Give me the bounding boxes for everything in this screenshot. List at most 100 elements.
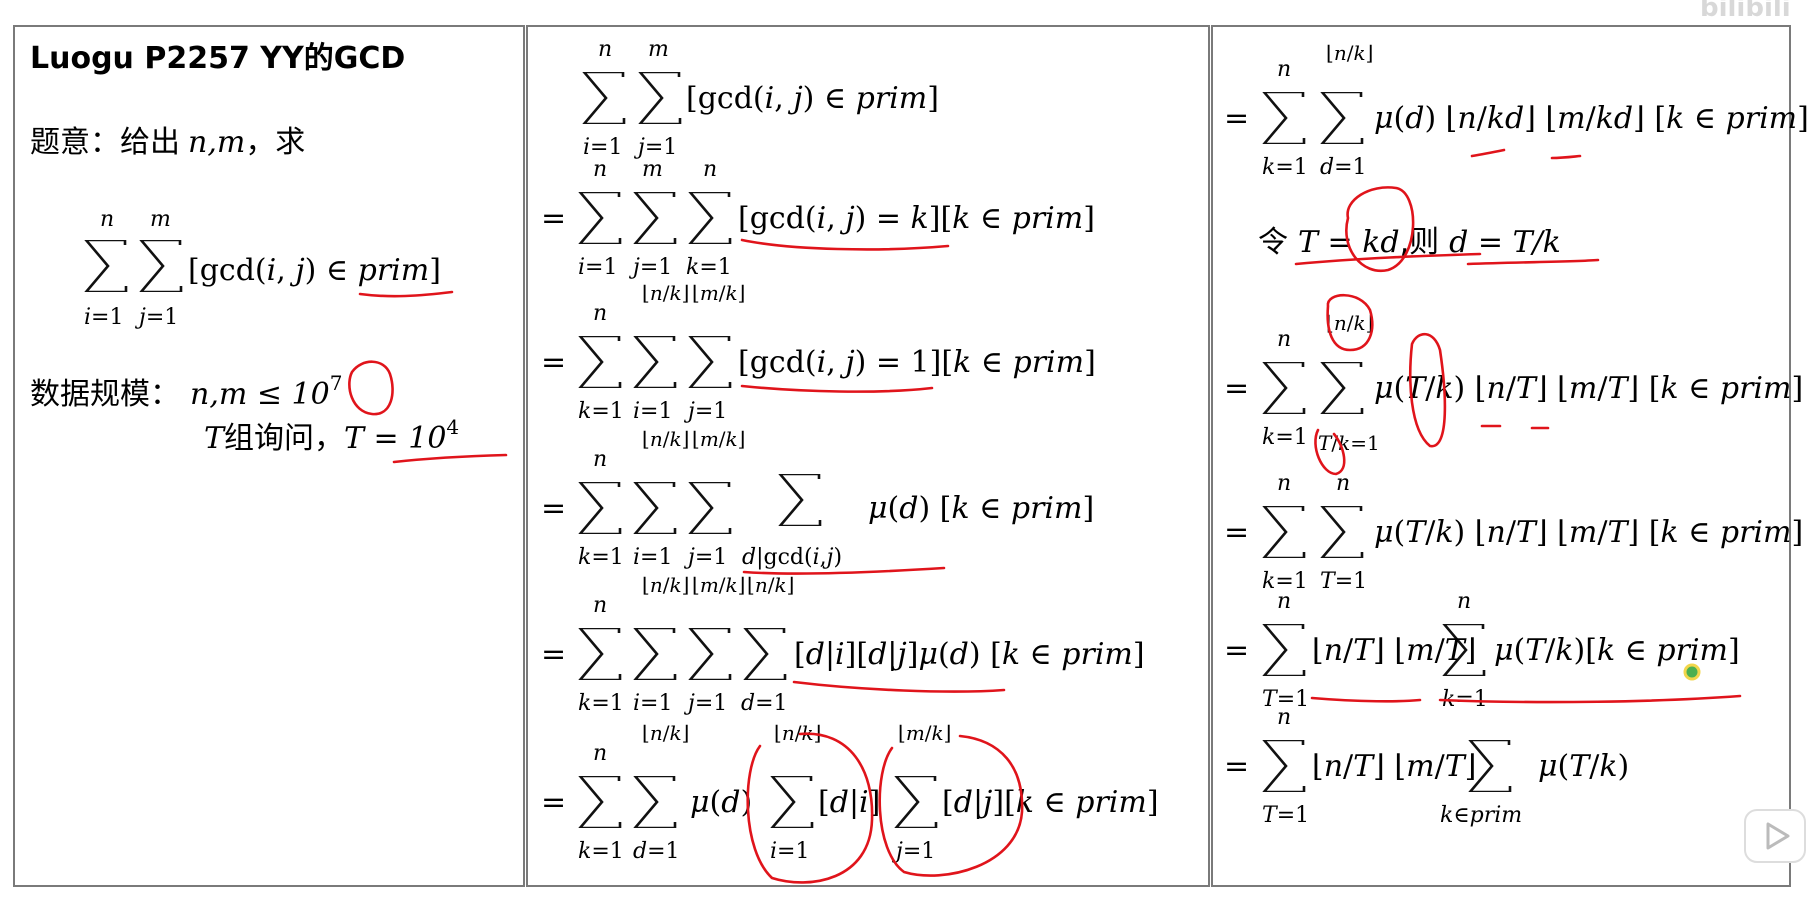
play-button[interactable] — [1744, 809, 1806, 863]
panel-result — [1211, 25, 1791, 887]
underline-prim — [358, 290, 454, 298]
svg-text:j=1: j=1 — [683, 691, 727, 716]
constraint-line-1: 数据规模：n,m ≤ 107 — [30, 371, 342, 412]
svg-text:n: n — [1277, 327, 1291, 352]
svg-text:k=1: k=1 — [578, 691, 624, 716]
svg-text:i=1: i=1 — [578, 255, 617, 280]
svg-text:n: n — [1457, 589, 1471, 614]
circle-inner-sum-j — [878, 734, 1024, 877]
underline-d-i-d-j — [792, 680, 1006, 693]
svg-text:j=1: j=1 — [683, 545, 727, 570]
svg-text:k=1: k=1 — [1262, 155, 1308, 180]
page-title: Luogu P2257 YY的GCD — [30, 41, 405, 76]
svg-text:i=1: i=1 — [633, 399, 672, 424]
svg-text:⌊n/k⌋: ⌊n/k⌋ — [642, 427, 689, 451]
svg-text:n: n — [1277, 589, 1291, 614]
svg-text:μ(T/k)[k ∈ prim]: μ(T/k)[k ∈ prim] — [1494, 633, 1740, 668]
svg-text:=: = — [541, 201, 566, 236]
underline-d-divides-gcd — [742, 566, 946, 575]
svg-text:T/k=1: T/k=1 — [1318, 431, 1380, 455]
derivation-row-1: n m i=1 j=1 [gcd(i, j) ∈ prim] — [582, 37, 939, 160]
pen-cursor — [1683, 663, 1701, 681]
svg-text:⌊m/k⌋: ⌊m/k⌋ — [692, 573, 745, 597]
circle-inner-sum-i — [746, 732, 874, 884]
svg-text:d=1: d=1 — [741, 691, 788, 716]
svg-text:j=1: j=1 — [134, 305, 178, 330]
svg-text:⌊n/k⌋: ⌊n/k⌋ — [642, 281, 689, 305]
underline-floor-product — [1310, 696, 1422, 703]
svg-text:i=1: i=1 — [84, 305, 123, 330]
svg-text:m: m — [150, 207, 171, 232]
svg-text:[gcd(i, j) ∈ prim]: [gcd(i, j) ∈ prim] — [686, 81, 939, 116]
underline-d-eq-T-over-k — [1466, 258, 1600, 266]
svg-text:⌊n/T⌋ ⌊m/T⌋: ⌊n/T⌋ ⌊m/T⌋ — [1312, 749, 1476, 784]
svg-text:k=1: k=1 — [578, 399, 624, 424]
bilibili-watermark: bilibili — [1700, 0, 1791, 23]
svg-text:⌊n/k⌋: ⌊n/k⌋ — [642, 721, 689, 745]
svg-text:d=1: d=1 — [1320, 155, 1367, 180]
play-icon — [1766, 822, 1790, 850]
underline-inner-mu-sum — [1438, 694, 1742, 704]
svg-text:n: n — [703, 157, 717, 182]
svg-text:j=1: j=1 — [891, 839, 935, 864]
svg-text:d=1: d=1 — [633, 839, 680, 864]
svg-text:i=1: i=1 — [770, 839, 809, 864]
svg-text:⌊n/k⌋: ⌊n/k⌋ — [1326, 41, 1373, 65]
svg-text:i=1: i=1 — [633, 545, 672, 570]
svg-text:T=1: T=1 — [1320, 569, 1367, 594]
svg-text:μ(d) ⌊n/kd⌋ ⌊m/kd⌋ [k ∈ prim]: μ(d) ⌊n/kd⌋ ⌊m/kd⌋ [k ∈ prim] — [1374, 101, 1809, 136]
svg-text:n: n — [598, 37, 612, 62]
red-pen-annotations — [348, 148, 1742, 884]
svg-text:μ(T/k) ⌊n/T⌋ ⌊m/T⌋ [k ∈ prim]: μ(T/k) ⌊n/T⌋ ⌊m/T⌋ [k ∈ prim] — [1374, 515, 1803, 550]
underline-T-queries — [392, 453, 508, 464]
svg-text:m: m — [648, 37, 669, 62]
svg-text:μ(T/k) ⌊n/T⌋ ⌊m/T⌋ [k ∈ prim]: μ(T/k) ⌊n/T⌋ ⌊m/T⌋ [k ∈ prim] — [1374, 371, 1803, 406]
underline-gcd-1 — [740, 384, 934, 393]
svg-text:n: n — [1336, 471, 1350, 496]
svg-text:i=1: i=1 — [633, 691, 672, 716]
panel-problem — [13, 25, 525, 887]
result-row-3: = n n k=1 T=1 μ(T/k) ⌊n/T⌋ ⌊m/T⌋ [k ∈ pr… — [1224, 471, 1803, 594]
svg-text:n: n — [1277, 471, 1291, 496]
target-sum-formula: n m i=1 j=1 [gcd(i, j) ∈ prim] — [84, 207, 441, 330]
derivation-row-2: = n m n i=1 j=1 k=1 [gcd(i, j) = k][k ∈ … — [541, 157, 1095, 280]
derivation-row-5: = n ⌊n/k⌋ ⌊m/k⌋ ⌊n/k⌋ k=1 i=1 j=1 d=1 [d… — [541, 573, 1145, 716]
svg-text:j=1: j=1 — [683, 399, 727, 424]
svg-text:⌊m/k⌋: ⌊m/k⌋ — [692, 427, 745, 451]
svg-text:=: = — [541, 345, 566, 380]
svg-text:[gcd(i, j) = k][k ∈ prim]: [gcd(i, j) = k][k ∈ prim] — [738, 201, 1095, 236]
svg-text:⌊m/k⌋: ⌊m/k⌋ — [692, 281, 745, 305]
svg-text:=: = — [1224, 633, 1249, 668]
circle-T-over-k-lower — [1314, 428, 1346, 476]
result-steps: = n ⌊n/k⌋ k=1 d=1 μ(d) ⌊n/kd⌋ ⌊m/kd⌋ [k … — [1224, 41, 1809, 828]
svg-text:[gcd(i, j) = 1][k ∈ prim]: [gcd(i, j) = 1][k ∈ prim] — [738, 345, 1096, 380]
svg-text:n: n — [1277, 57, 1291, 82]
svg-text:μ(d) [k ∈ prim]: μ(d) [k ∈ prim] — [868, 491, 1094, 526]
svg-text:i=1: i=1 — [583, 135, 622, 160]
svg-text:d|gcd(i,j): d|gcd(i,j) — [742, 545, 842, 570]
svg-text:j=1: j=1 — [628, 255, 672, 280]
underline-kd-n — [1470, 148, 1506, 158]
svg-text:μ(d): μ(d) — [690, 785, 752, 820]
svg-text:=: = — [541, 637, 566, 672]
svg-text:=: = — [1224, 371, 1249, 406]
result-row-1: = n ⌊n/k⌋ k=1 d=1 μ(d) ⌊n/kd⌋ ⌊m/kd⌋ [k … — [1224, 41, 1809, 180]
panel-derivation — [526, 25, 1210, 887]
svg-text:⌊n/k⌋: ⌊n/k⌋ — [747, 573, 794, 597]
underline-kd-m — [1550, 154, 1582, 160]
svg-text:⌊n/k⌋: ⌊n/k⌋ — [1326, 311, 1373, 335]
svg-text:⌊m/k⌋: ⌊m/k⌋ — [898, 721, 951, 745]
underline-gcd-k — [740, 238, 950, 251]
svg-text:k=1: k=1 — [578, 545, 624, 570]
svg-text:n: n — [593, 741, 607, 766]
svg-text:T=1: T=1 — [1262, 687, 1309, 712]
svg-text:k=1: k=1 — [1262, 425, 1308, 450]
circle-upper-limit-n-over-k — [1326, 294, 1374, 352]
svg-text:⌊n/k⌋: ⌊n/k⌋ — [642, 573, 689, 597]
svg-text:=: = — [1224, 749, 1249, 784]
svg-text:n: n — [593, 157, 607, 182]
